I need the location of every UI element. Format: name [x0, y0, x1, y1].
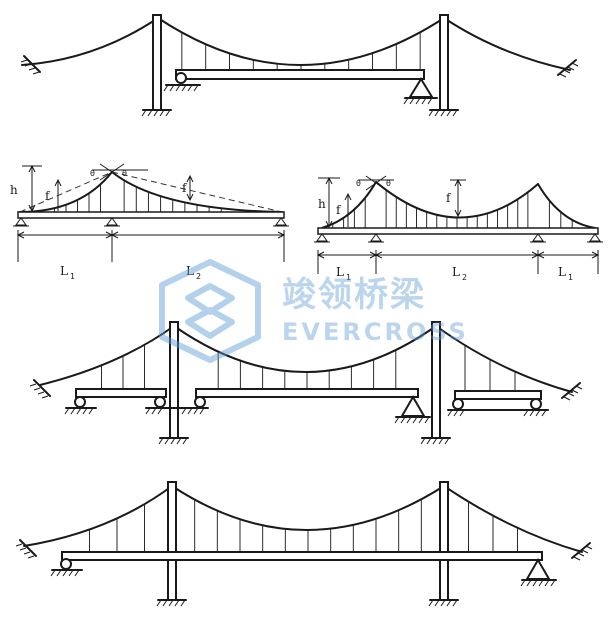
panel-three-span-bridge [29, 321, 583, 445]
span-subscript-2: 2 [196, 272, 201, 281]
span-subscript-l1-left: 1 [346, 273, 351, 282]
sag-f-label: f [182, 181, 188, 195]
hatch-left-tower-base [141, 109, 171, 117]
roller-c-2 [154, 396, 166, 408]
hangers-panel-d [89, 499, 518, 552]
roller-c-1 [74, 396, 86, 408]
stiffening-girder [175, 69, 425, 80]
panel-continuous-girder-bridge [15, 481, 593, 607]
left-tower [152, 14, 162, 111]
roller-c-4 [452, 398, 464, 410]
main-girder-c [195, 388, 419, 398]
pin-support-d [525, 558, 551, 580]
height-h-label: h [10, 183, 18, 197]
roller-d-left [60, 558, 72, 570]
hatch-right-tower-base [428, 109, 458, 117]
watermark-chinese: 竣领桥梁 [282, 275, 426, 315]
span-label-l2-main: L [452, 265, 460, 279]
evercross-watermark: 竣领桥梁 EVERCROSS [159, 259, 469, 363]
roller-c-3 [194, 396, 206, 408]
support-b-left-2 [106, 217, 118, 226]
roller-support-left [175, 72, 187, 84]
right-tower [439, 14, 449, 111]
height-h-label-right: h [318, 197, 326, 211]
span-label-l1-right: L [558, 265, 566, 279]
pin-support-right [408, 77, 434, 98]
main-cable-left-side-d [23, 485, 173, 547]
main-cable-left-side-c [39, 325, 175, 386]
main-cable-left-backstay [21, 17, 159, 66]
main-cable-right-side-d [443, 485, 583, 553]
hangers-panel-b-left [54, 180, 222, 212]
roller-c-5 [530, 398, 542, 410]
chord-line-right [111, 171, 283, 213]
side-girder-left-c [75, 388, 167, 398]
sub-height-f-label-right: f [336, 203, 342, 217]
side-girder-right-c [454, 390, 542, 400]
cable-main-b-right [375, 181, 539, 219]
hangers-panel-c [101, 344, 516, 391]
main-cable-main-span [157, 17, 445, 66]
cable-main-span-b-left [111, 171, 283, 213]
span-subscript-l1-right: 1 [568, 273, 573, 282]
support-b-right-1 [316, 233, 328, 242]
panel-three-span-model: h f f θ θ L 1 L 2 L 1 [314, 175, 603, 282]
main-cable-right-backstay [443, 17, 571, 71]
watermark-english: EVERCROSS [282, 318, 469, 346]
span-subscript-l2-main: 2 [462, 273, 467, 282]
hatch-right-pin [403, 97, 433, 105]
hangers-panel-b-right [332, 189, 573, 228]
theta-label-right: θ [122, 169, 127, 178]
span-subscript-1: 1 [70, 272, 75, 281]
span-label-l2: L [186, 264, 194, 278]
support-b-right-3 [532, 233, 544, 242]
deck-b-right [317, 227, 599, 235]
continuous-girder-d [61, 551, 543, 561]
span-label-l1-left: L [336, 265, 344, 279]
theta-label-right-right-panel: θ [386, 179, 391, 188]
left-tower-d [167, 481, 177, 601]
hatch-left-roller [163, 84, 199, 92]
hatch-right-anchor-a [559, 62, 579, 78]
pin-support-c [400, 395, 426, 417]
hatch-left-anchor-a [20, 59, 40, 75]
panel-single-span-bridge [20, 14, 579, 117]
sub-height-f-label: f [45, 189, 51, 203]
cable-right-side-b-right [537, 183, 596, 229]
span-label-l1: L [60, 264, 68, 278]
chord-line-left [19, 171, 113, 213]
right-tower-d [439, 481, 449, 601]
panel-two-span-model: h f f θ θ L 1 L 2 [10, 163, 289, 281]
deck-b-left [17, 211, 285, 219]
evercross-logo-icon [159, 259, 261, 363]
support-b-left-3 [275, 217, 287, 226]
theta-label-left: θ [90, 169, 95, 178]
main-cable-main-span-d [171, 485, 445, 531]
main-cable-main-span-c [173, 325, 437, 373]
sag-f-label-right: f [446, 191, 452, 205]
support-b-left-1 [15, 217, 27, 226]
theta-label-left-right-panel: θ [356, 179, 361, 188]
main-cable-right-side-c [435, 325, 573, 393]
support-b-right-4 [589, 233, 601, 242]
support-b-right-2 [370, 233, 382, 242]
